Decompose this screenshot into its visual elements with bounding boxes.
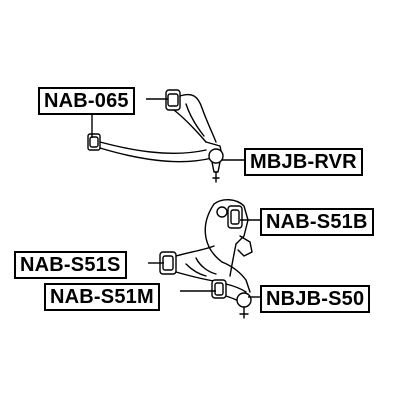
part-label-nab-s51m: NAB-S51M <box>44 283 160 311</box>
part-label-nab-s51b: NAB-S51B <box>260 208 374 236</box>
upper-control-arm-drawing <box>87 89 224 183</box>
part-label-mbjb-rvr: MBJB-RVR <box>244 148 363 176</box>
lower-control-arm-drawing <box>159 199 253 319</box>
part-label-nab-s51s: NAB-S51S <box>14 251 127 279</box>
leader-lines <box>91 98 262 298</box>
part-label-nab-065: NAB-065 <box>38 87 135 115</box>
part-label-nbjb-s50: NBJB-S50 <box>260 285 371 313</box>
